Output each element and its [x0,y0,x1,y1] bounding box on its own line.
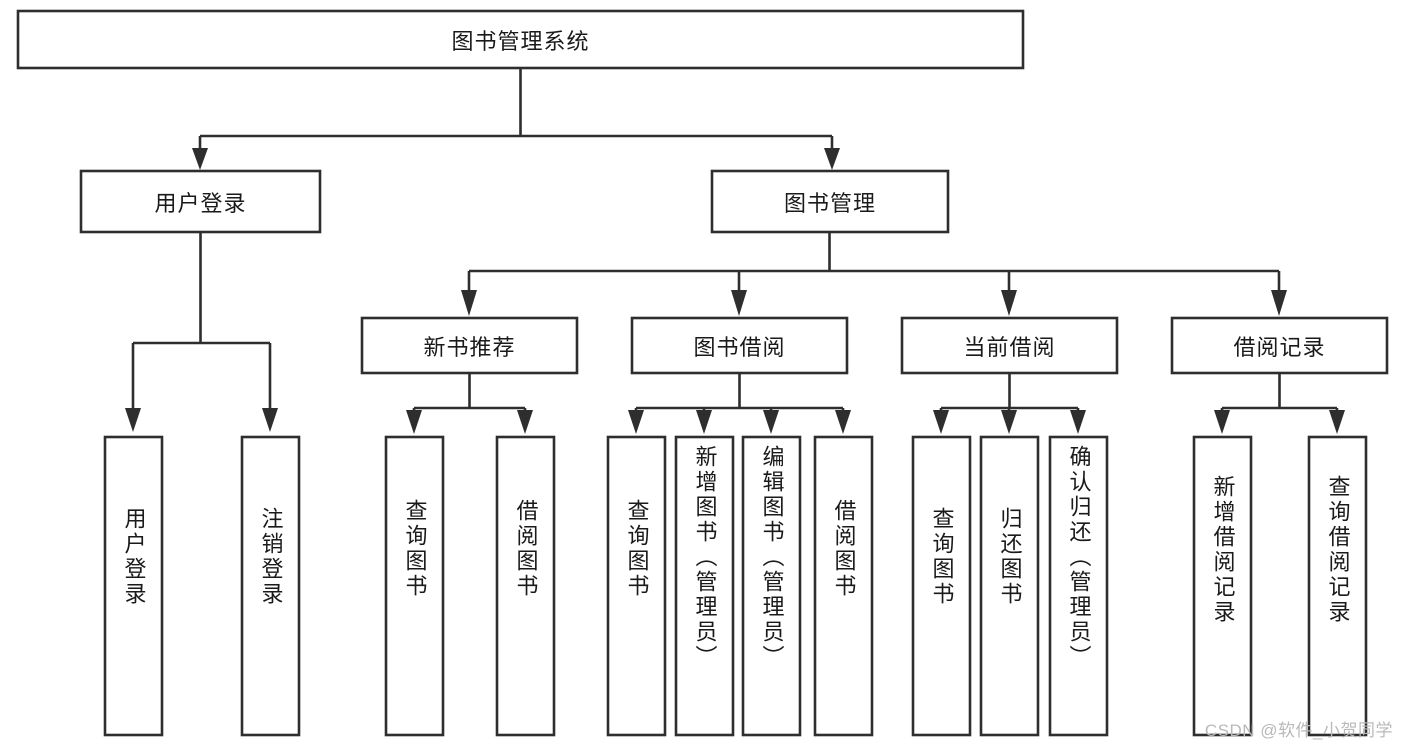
arrowhead-new-book-recommend [461,290,477,316]
node-leaf-confirm-return-admin[interactable] [1048,435,1109,737]
arrowhead-leaf-query-book-2 [628,410,644,434]
arrowhead-leaf-add-borrow-record [1214,410,1230,434]
node-borrow-record[interactable] [1170,316,1389,375]
node-root-book-management-system[interactable] [16,9,1025,70]
node-book-management[interactable] [710,169,950,234]
arrowhead-leaf-user-login [125,408,141,432]
node-leaf-query-borrow-record[interactable] [1307,435,1368,737]
node-leaf-query-book-1[interactable] [384,435,445,737]
node-leaf-edit-book-admin[interactable] [741,435,802,737]
arrowhead-user-login [192,148,208,170]
node-leaf-return-book[interactable] [979,435,1040,737]
arrowhead-leaf-query-borrow-record [1329,410,1345,434]
node-current-borrow[interactable] [900,316,1119,375]
node-leaf-add-borrow-record[interactable] [1192,435,1253,737]
arrowhead-borrow-record [1271,290,1287,316]
node-leaf-borrow-book-2[interactable] [813,435,874,737]
arrowhead-leaf-add-book-admin [696,410,712,434]
arrowhead-leaf-borrow-book-2 [835,410,851,434]
arrowhead-leaf-logout-login [262,408,278,432]
node-leaf-borrow-book-1[interactable] [495,435,556,737]
arrowhead-current-borrow [1001,290,1017,316]
node-leaf-query-book-3[interactable] [911,435,972,737]
node-leaf-logout-login[interactable] [240,435,301,737]
node-leaf-query-book-2[interactable] [606,435,667,737]
node-user-login[interactable] [79,169,322,234]
arrowhead-leaf-return-book [1001,410,1017,434]
arrowhead-leaf-query-book-3 [933,410,949,434]
arrowhead-leaf-borrow-book-1 [517,410,533,434]
arrowhead-book-borrow [731,290,747,316]
node-book-borrow[interactable] [630,316,849,375]
arrowhead-leaf-confirm-return-admin [1070,410,1086,434]
node-new-book-recommend[interactable] [360,316,579,375]
arrowhead-leaf-query-book-1 [406,410,422,434]
arrowhead-book-management [824,148,840,170]
arrowhead-leaf-edit-book-admin [763,410,779,434]
node-leaf-user-login[interactable] [103,435,164,737]
node-leaf-add-book-admin[interactable] [674,435,735,737]
